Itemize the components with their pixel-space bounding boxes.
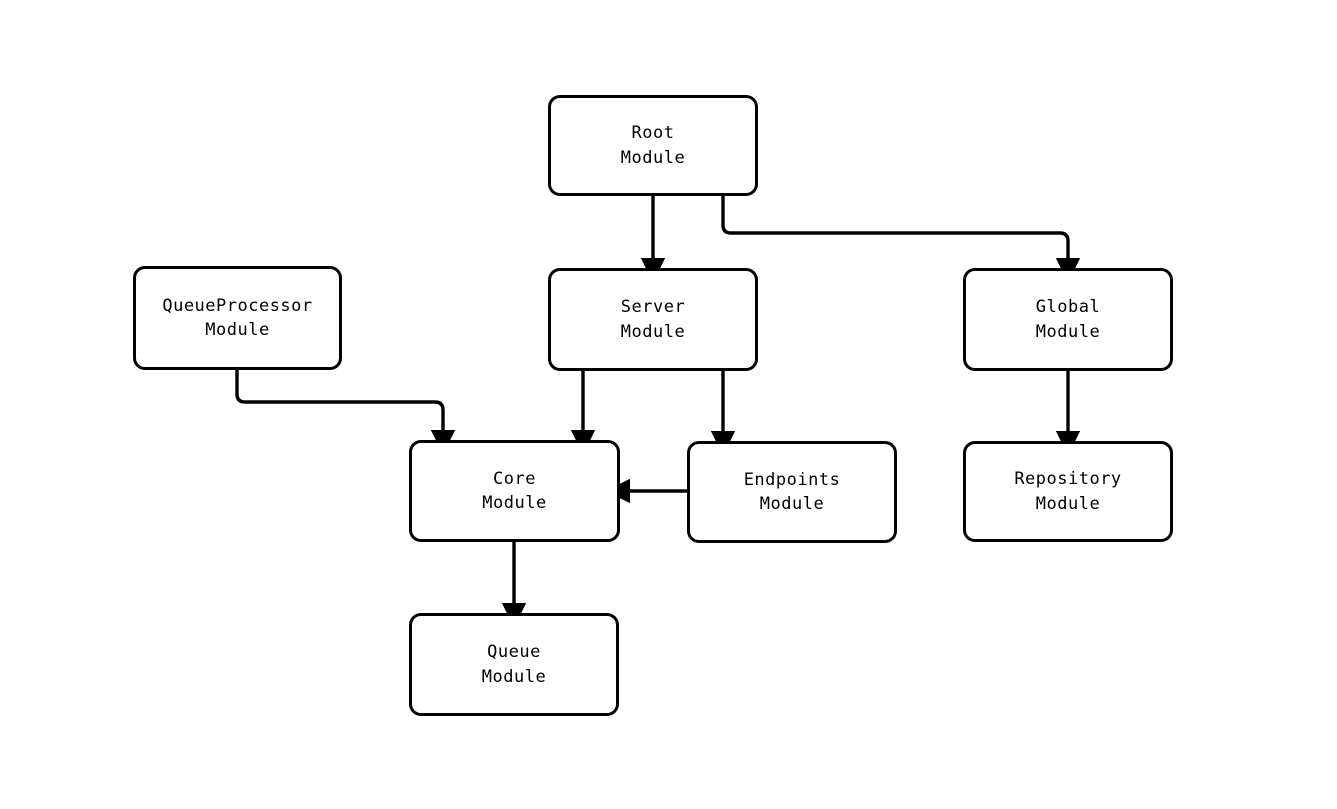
node-queueprocessor-label-line-1: QueueProcessor <box>162 295 313 316</box>
node-queueprocessor-label-line-2: Module <box>205 320 270 340</box>
node-repository-label-line-1: Repository <box>1014 469 1122 490</box>
node-root-label-line-2: Module <box>620 147 686 168</box>
node-endpoints-label-line-2: Module <box>759 494 825 514</box>
node-repository-label-line-2: Module <box>1035 493 1101 514</box>
edge-root-global <box>721 196 1081 283</box>
node-core-label-line-1: Core <box>493 468 536 489</box>
edge-queueprocessor-core <box>235 370 456 455</box>
node-root-label-line-1: Root <box>631 123 675 144</box>
node-core-label-line-2: Module <box>482 493 547 513</box>
node-global-label-line-1: Global <box>1035 297 1101 318</box>
node-server-label-line-1: Server <box>620 297 686 318</box>
node-global-label-line-2: Module <box>1035 321 1101 342</box>
node-server-label-line-2: Module <box>620 321 686 342</box>
node-queue-label-line-1: Queue <box>487 642 541 663</box>
node-queue-label-line-2: Module <box>481 666 547 687</box>
node-endpoints-label-line-1: Endpoints <box>743 469 841 490</box>
